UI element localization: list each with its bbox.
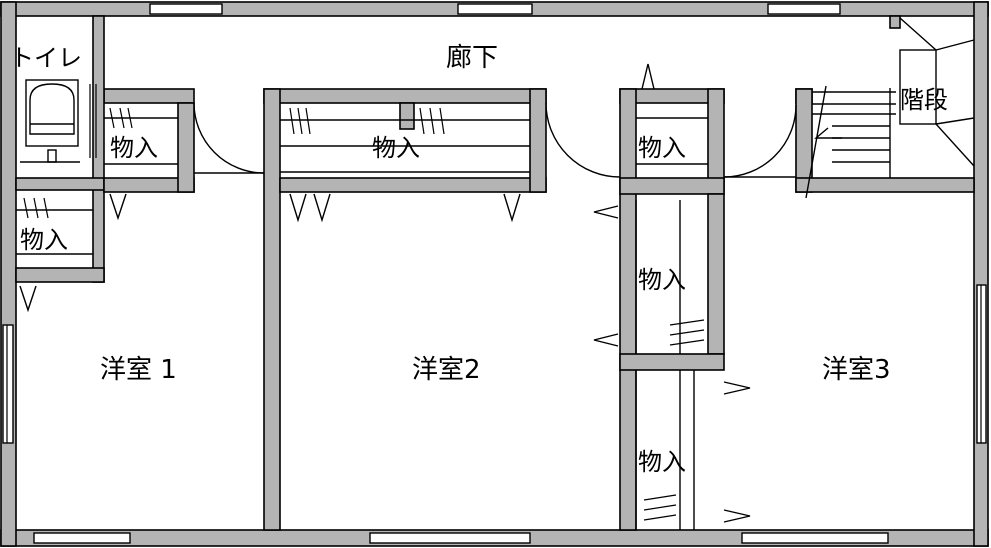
storage-label-west: 物入 bbox=[20, 226, 68, 254]
interior-walls bbox=[15, 15, 975, 531]
toilet-fixture bbox=[20, 79, 97, 163]
door-swings bbox=[193, 102, 797, 178]
bedroom2-label: 洋室2 bbox=[412, 355, 481, 385]
toilet-label: トイレ bbox=[10, 44, 82, 72]
bedroom1-label: 洋室 1 bbox=[100, 355, 177, 385]
storage-label-center-upper: 物入 bbox=[638, 266, 686, 294]
storage-shelves bbox=[16, 117, 708, 530]
bedroom3-label: 洋室3 bbox=[822, 355, 891, 385]
storage-label-center-lower: 物入 bbox=[638, 448, 686, 476]
hatch-marks bbox=[23, 107, 705, 521]
stairs-treads bbox=[805, 17, 975, 199]
storage-label-bedroom2: 物入 bbox=[372, 134, 420, 162]
hallway-label: 廊下 bbox=[446, 43, 498, 73]
windows bbox=[2, 3, 987, 544]
storage-label-hall-center: 物入 bbox=[638, 134, 686, 162]
door-markers bbox=[19, 63, 751, 523]
storage-label-toilet-side: 物入 bbox=[110, 134, 158, 162]
stairs-label: 階段 bbox=[900, 86, 948, 114]
